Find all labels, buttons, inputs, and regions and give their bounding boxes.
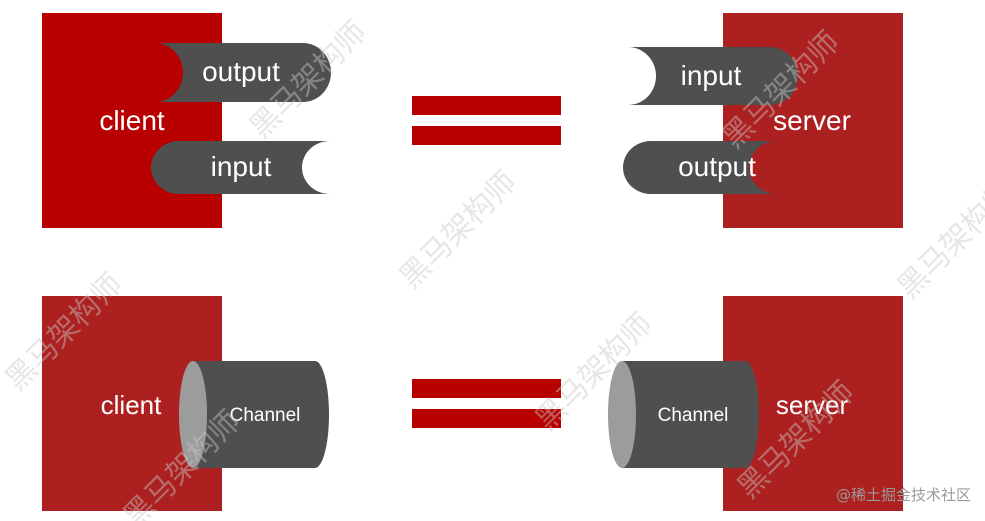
server-label-top: server xyxy=(773,105,851,136)
client-output-pipe xyxy=(155,43,331,102)
source-credit: @稀土掘金技术社区 xyxy=(835,486,971,504)
client-channel-end xyxy=(179,361,207,468)
client-channel-body xyxy=(193,361,330,468)
equals-bar-top-2 xyxy=(412,126,561,145)
watermark-text: 黑马架构师 xyxy=(393,165,524,296)
client-input-pipe xyxy=(151,141,330,194)
server-channel-label: Channel xyxy=(658,405,729,426)
server-input-pipe xyxy=(628,47,798,105)
client-label-bottom: client xyxy=(101,390,162,420)
client-label-top: client xyxy=(99,105,165,136)
server-label-bottom: server xyxy=(776,390,849,420)
equals-bar-bottom-1 xyxy=(412,379,561,398)
client-input-label: input xyxy=(211,151,272,182)
server-output-pipe xyxy=(623,141,777,194)
watermark-text: 黑马架构师 xyxy=(891,175,985,306)
client-channel-label: Channel xyxy=(230,405,301,426)
equals-bar-top-1 xyxy=(412,96,561,115)
server-channel-end xyxy=(608,361,636,468)
equals-bar-bottom-2 xyxy=(412,409,561,428)
server-channel-body xyxy=(622,361,759,468)
server-input-label: input xyxy=(681,60,742,91)
server-output-label: output xyxy=(678,151,756,182)
client-output-label: output xyxy=(202,56,280,87)
